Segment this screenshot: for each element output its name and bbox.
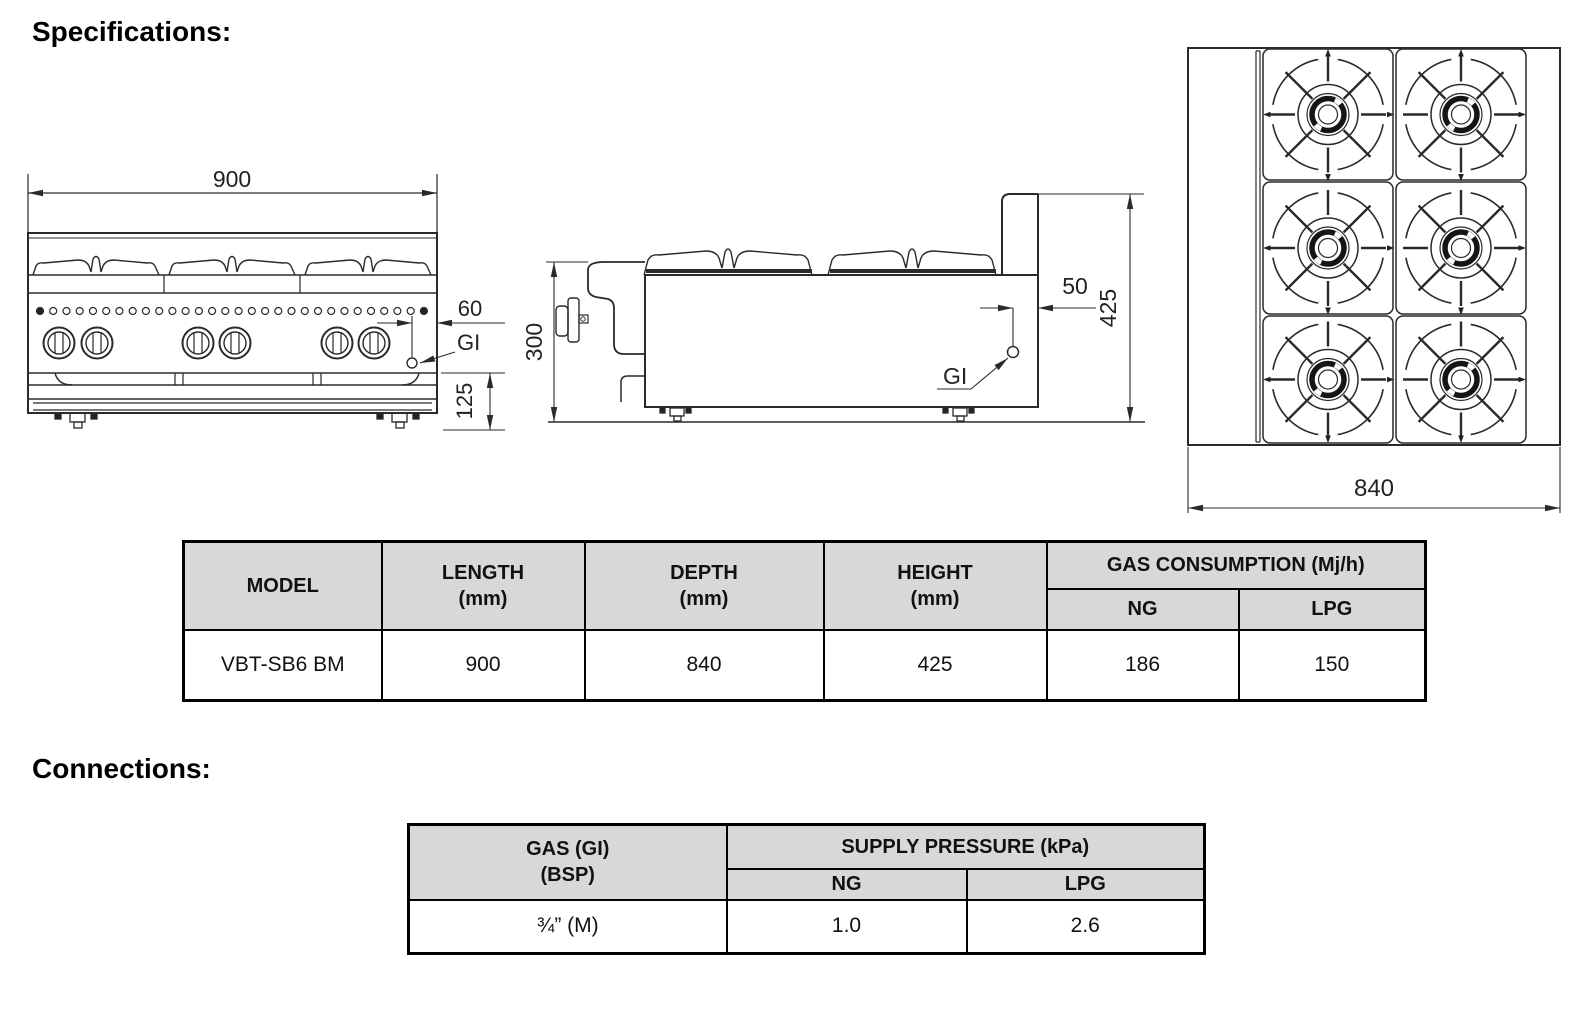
front-hole-row bbox=[35, 306, 428, 316]
side-control-panel-profile bbox=[555, 261, 645, 402]
connections-heading: Connections: bbox=[32, 753, 211, 784]
spec-value-lpg: 150 bbox=[1237, 628, 1427, 702]
front-body-outline bbox=[27, 232, 438, 414]
spec-col-model: MODEL bbox=[182, 540, 383, 631]
side-gas-inlet-label: GI bbox=[943, 363, 967, 389]
side-body-height-label: 300 bbox=[521, 323, 547, 361]
spec-col-ng: NG bbox=[1045, 587, 1240, 631]
spec-value-height: 425 bbox=[822, 628, 1048, 702]
side-gas-inlet bbox=[937, 345, 1020, 390]
side-view-drawing: 300 425 50 GI bbox=[521, 193, 1145, 423]
side-overall-height-label: 425 bbox=[1095, 289, 1121, 327]
side-feet bbox=[548, 407, 1145, 423]
conn-col-supply-pressure: SUPPLY PRESSURE (kPa) bbox=[725, 823, 1206, 870]
top-centerline-ticks bbox=[1263, 49, 1526, 443]
spec-col-height: HEIGHT (mm) bbox=[822, 540, 1048, 631]
front-width-dimension bbox=[27, 174, 438, 233]
spec-col-length: LENGTH (mm) bbox=[380, 540, 586, 631]
conn-value-gas: ¾” (M) bbox=[407, 898, 728, 955]
conn-col-gas: GAS (GI) (BSP) bbox=[407, 823, 728, 901]
front-inlet-offset-label: 60 bbox=[458, 296, 482, 321]
front-base-structure bbox=[27, 372, 438, 429]
side-body-outline bbox=[643, 193, 1039, 408]
top-burners bbox=[1270, 57, 1519, 438]
top-body-outline bbox=[1187, 47, 1561, 446]
conn-value-ng: 1.0 bbox=[725, 898, 968, 955]
spec-value-ng: 186 bbox=[1045, 628, 1240, 702]
spec-col-lpg: LPG bbox=[1237, 587, 1427, 631]
spec-table: MODEL LENGTH (mm) DEPTH (mm) HEIGHT (mm)… bbox=[182, 540, 1428, 702]
specifications-heading: Specifications: bbox=[32, 16, 232, 47]
top-depth-dimension bbox=[1187, 447, 1561, 513]
connections-table: GAS (GI) (BSP) SUPPLY PRESSURE (kPa) NG … bbox=[407, 823, 1206, 955]
conn-col-lpg: LPG bbox=[965, 867, 1206, 901]
front-gas-inlet-label: GI bbox=[457, 330, 480, 355]
top-view-drawing: 840 bbox=[1187, 47, 1561, 513]
spec-value-length: 900 bbox=[380, 628, 586, 702]
side-body-height-dimension bbox=[546, 261, 588, 422]
front-width-dim-label: 900 bbox=[213, 166, 251, 192]
spec-col-depth: DEPTH (mm) bbox=[583, 540, 825, 631]
front-view-drawing: 900 bbox=[27, 166, 505, 431]
side-inlet-offset-label: 50 bbox=[1062, 273, 1088, 299]
spec-col-gas-consumption: GAS CONSUMPTION (Mj/h) bbox=[1045, 540, 1427, 590]
front-gas-inlet bbox=[406, 351, 456, 369]
side-inlet-offset-dimension bbox=[980, 304, 1096, 346]
front-base-height-dimension bbox=[441, 372, 505, 431]
spec-table-row: VBT-SB6 BM 900 840 425 186 150 bbox=[182, 628, 1427, 702]
front-base-height-label: 125 bbox=[452, 383, 477, 420]
spec-value-model: VBT-SB6 BM bbox=[182, 628, 383, 702]
top-depth-label: 840 bbox=[1354, 475, 1394, 502]
conn-value-lpg: 2.6 bbox=[965, 898, 1206, 955]
connections-table-row: ¾” (M) 1.0 2.6 bbox=[407, 898, 1206, 955]
side-overall-height-dimension bbox=[1038, 193, 1144, 422]
spec-value-depth: 840 bbox=[583, 628, 825, 702]
front-inlet-offset-dimension bbox=[377, 316, 505, 357]
conn-col-ng: NG bbox=[725, 867, 968, 901]
front-control-knobs bbox=[42, 326, 391, 360]
